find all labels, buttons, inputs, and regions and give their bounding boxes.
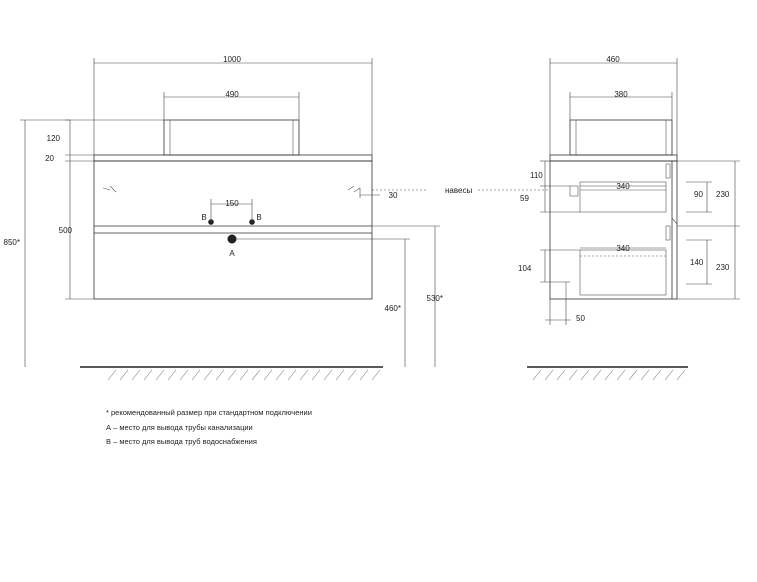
dim-b-spacing: 150 bbox=[225, 199, 239, 208]
floor-hatch-mark bbox=[275, 369, 285, 381]
dim-bottom-drawer-height: 230 bbox=[716, 263, 730, 272]
dim-supply-height: 530* bbox=[427, 294, 443, 303]
dim-top-drawer-depth: 340 bbox=[616, 182, 630, 191]
floor-hatch-mark bbox=[628, 369, 638, 381]
front-view bbox=[20, 58, 548, 368]
dim-total-height: 850* bbox=[4, 238, 20, 247]
label-b-right: B bbox=[256, 213, 261, 222]
floor-hatching bbox=[107, 369, 686, 381]
floor-hatch-mark bbox=[652, 369, 662, 381]
floor-hatch-mark bbox=[263, 369, 273, 381]
floor-hatch-mark bbox=[359, 369, 369, 381]
label-a: A bbox=[229, 249, 235, 258]
floor-hatch-mark bbox=[203, 369, 213, 381]
dim-basin-width: 490 bbox=[225, 90, 239, 99]
dim-basin-height: 120 bbox=[47, 134, 61, 143]
floor-hatch-mark bbox=[580, 369, 590, 381]
dim-hanger-offset: 30 bbox=[389, 191, 398, 200]
floor-hatch-mark bbox=[227, 369, 237, 381]
floor-hatch-mark bbox=[143, 369, 153, 381]
floor-hatch-mark bbox=[556, 369, 566, 381]
floor-hatch-mark bbox=[592, 369, 602, 381]
dim-total-depth: 460 bbox=[606, 55, 620, 64]
note-b: В – место для вывода труб водоснабжения bbox=[106, 437, 257, 446]
floor-hatch-mark bbox=[335, 369, 345, 381]
floor-hatch-mark bbox=[664, 369, 674, 381]
top-drawer-side bbox=[579, 181, 667, 213]
dim-top-drawer-small: 59 bbox=[520, 194, 529, 203]
floor-hatch-mark bbox=[119, 369, 129, 381]
floor-hatch-mark bbox=[640, 369, 650, 381]
floor-hatch-mark bbox=[191, 369, 201, 381]
side-view bbox=[527, 58, 740, 368]
floor-hatch-mark bbox=[239, 369, 249, 381]
dim-top-drawer-height: 230 bbox=[716, 190, 730, 199]
floor-hatch-mark bbox=[323, 369, 333, 381]
floor-hatch-mark bbox=[676, 369, 686, 381]
countertop-front bbox=[93, 154, 373, 162]
label-b-left: B bbox=[201, 213, 206, 222]
floor-hatch-mark bbox=[287, 369, 297, 381]
hanger-left bbox=[102, 185, 117, 193]
floor-hatch-mark bbox=[251, 369, 261, 381]
dim-top-gap: 110 bbox=[530, 171, 543, 180]
floor-hatch-mark bbox=[347, 369, 357, 381]
floor-hatch-mark bbox=[616, 369, 626, 381]
cabinet-side bbox=[549, 160, 678, 300]
floor-hatch-mark bbox=[544, 369, 554, 381]
dim-drain-height: 460* bbox=[385, 304, 401, 313]
drain-point bbox=[227, 234, 237, 244]
basin-side bbox=[569, 119, 673, 156]
floor-hatch-mark bbox=[215, 369, 225, 381]
basin-front bbox=[163, 119, 300, 156]
floor-hatch-mark bbox=[311, 369, 321, 381]
dim-drawer-height: 500 bbox=[59, 226, 73, 235]
dim-bottom-drawer-depth: 340 bbox=[616, 244, 630, 253]
dim-bottom-drawer-inner-height: 140 bbox=[690, 258, 704, 267]
floor-hatch-mark bbox=[107, 369, 117, 381]
note-recommended: * рекомендованный размер при стандартном… bbox=[106, 408, 312, 417]
dim-bottom-drawer-offset: 104 bbox=[518, 264, 532, 273]
floor-hatch-mark bbox=[299, 369, 309, 381]
floor-hatch-mark bbox=[371, 369, 381, 381]
dim-basin-depth: 380 bbox=[614, 90, 628, 99]
note-a: А – место для вывода трубы канализации bbox=[106, 422, 253, 432]
cabinet-front bbox=[93, 160, 373, 300]
floor-hatch-mark bbox=[155, 369, 165, 381]
hanger-right bbox=[347, 185, 361, 193]
dim-top-drawer-inner-height: 90 bbox=[694, 190, 703, 199]
floor-hatch-mark bbox=[604, 369, 614, 381]
dim-total-width: 1000 bbox=[223, 55, 241, 64]
floor-hatch-mark bbox=[568, 369, 578, 381]
label-hangers: навесы bbox=[445, 186, 472, 195]
dim-back-offset: 50 bbox=[576, 314, 585, 323]
bottom-drawer-side bbox=[579, 249, 667, 296]
floor-hatch-mark bbox=[167, 369, 177, 381]
dim-top-thickness: 20 bbox=[45, 154, 54, 163]
notes: * рекомендованный размер при стандартном… bbox=[106, 406, 312, 450]
floor-hatch-mark bbox=[532, 369, 542, 381]
floor-hatch-mark bbox=[131, 369, 141, 381]
floor-hatch-mark bbox=[179, 369, 189, 381]
